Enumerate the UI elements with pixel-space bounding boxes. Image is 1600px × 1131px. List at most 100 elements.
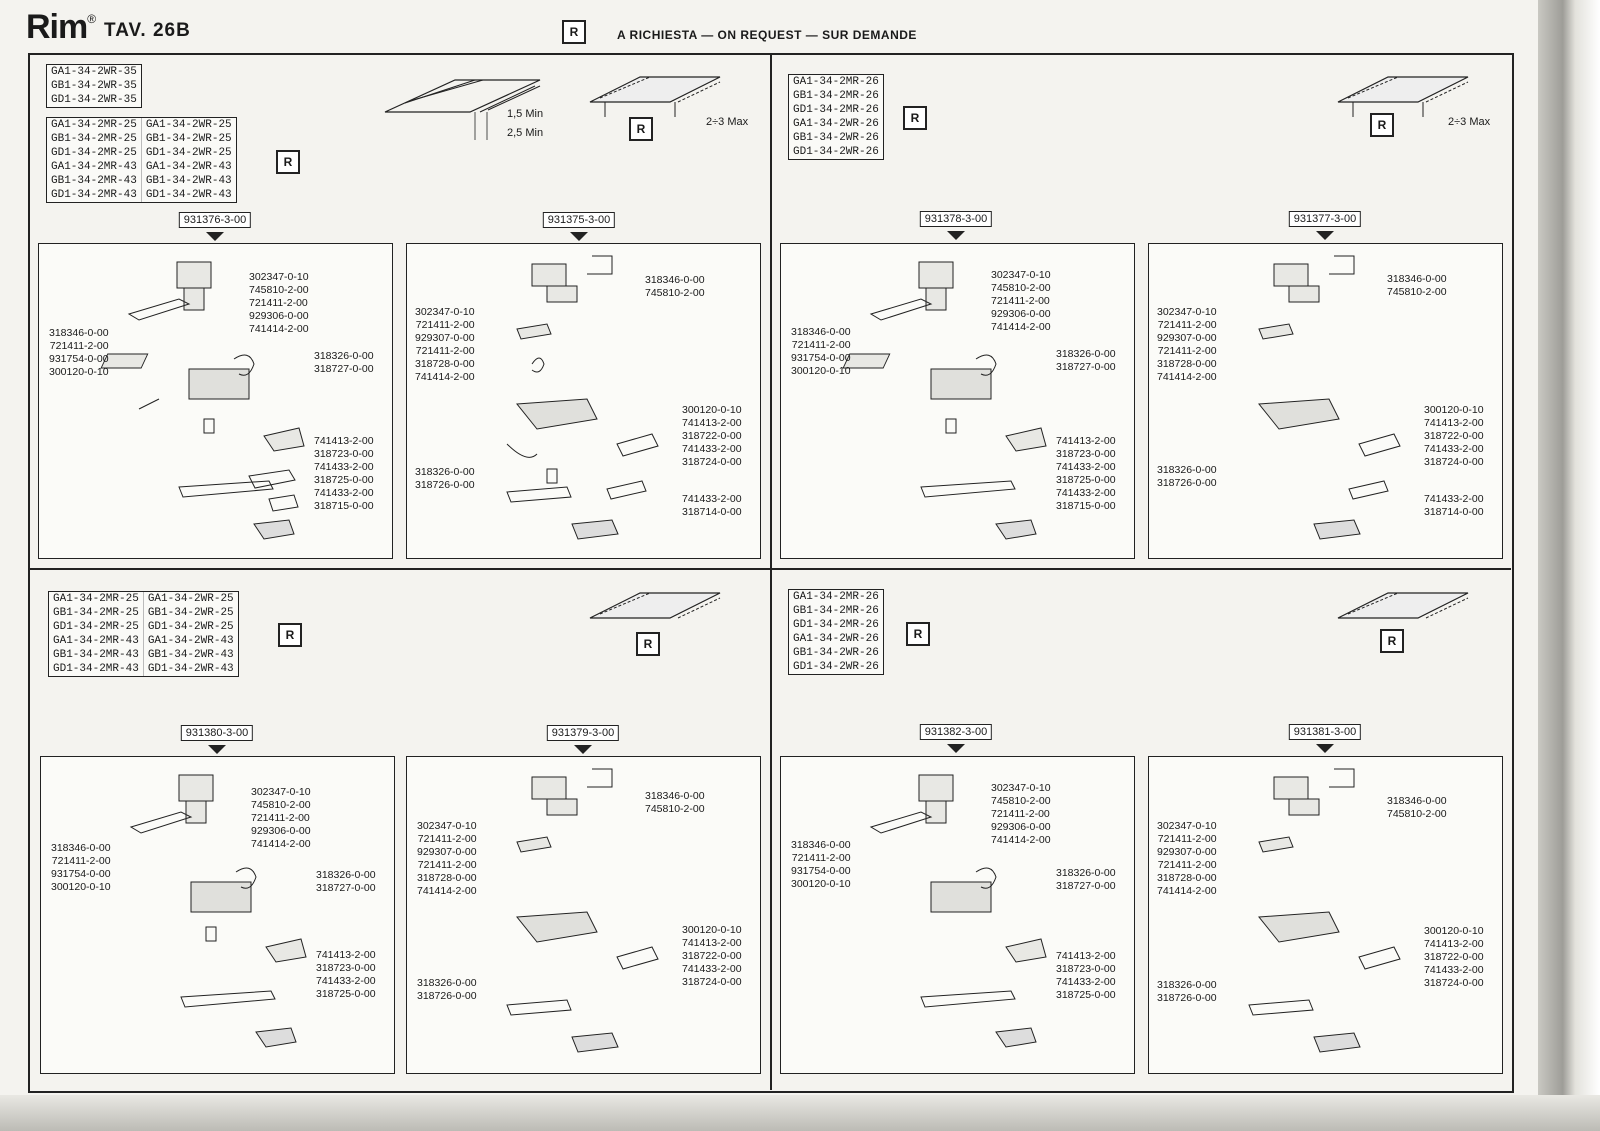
part-number: 318725-0-00 <box>316 988 376 1000</box>
part-number: 300120-0-10 <box>791 878 851 890</box>
model-row: GA1-34-2MR-26 <box>789 75 883 89</box>
exploded-view-panel: 302347-0-10 745810-2-00 721411-2-00 9293… <box>780 756 1135 1074</box>
part-number: 741414-2-00 <box>415 371 475 383</box>
part-number: 741433-2-00 <box>1056 487 1116 499</box>
part-number: 741433-2-00 <box>1056 461 1116 473</box>
part-labels-mid: 300120-0-10 741413-2-00 318722-0-00 7414… <box>1424 925 1484 990</box>
exploded-view-panel: 318346-0-00 745810-2-00 302347-0-10 7214… <box>406 756 761 1074</box>
on-request-symbol: R <box>1380 629 1404 653</box>
model-code: GA1-34-2WR-25 <box>147 593 234 605</box>
assembly-code: 931376-3-00 <box>178 212 252 228</box>
exploded-view-panel: 302347-0-10 745810-2-00 721411-2-00 9293… <box>780 243 1135 559</box>
part-number: 318714-0-00 <box>682 506 742 518</box>
exploded-view-drawing <box>100 261 305 540</box>
part-number: 318346-0-00 <box>1387 795 1447 807</box>
model-code: GD1-34-2WR-35 <box>51 94 137 106</box>
part-number: 721411-2-00 <box>415 345 475 357</box>
model-row: GA1-34-2WR-35 <box>47 65 141 79</box>
part-number: 741433-2-00 <box>1424 443 1484 455</box>
brand-name: Rim <box>26 8 88 46</box>
model-row: GD1-34-2WR-35 <box>47 93 141 107</box>
part-number: 318726-0-00 <box>415 479 475 491</box>
part-number: 318723-0-00 <box>314 448 374 460</box>
part-number: 721411-2-00 <box>417 859 477 871</box>
model-row: GB1-34-2WR-35 <box>47 79 141 93</box>
part-number: 721411-2-00 <box>991 295 1050 307</box>
pointer-arrow <box>570 232 588 241</box>
part-number: 745810-2-00 <box>1387 286 1447 298</box>
part-number: 318326-0-00 <box>1056 867 1116 879</box>
model-row: GD1-34-2MR-26 <box>789 103 883 117</box>
max-dimension: 2÷3 Max <box>706 116 749 128</box>
part-number: 741433-2-00 <box>682 963 742 975</box>
model-row: GD1-34-2MR-26 <box>789 618 883 632</box>
part-number: 741414-2-00 <box>249 323 309 335</box>
part-number: 721411-2-00 <box>415 319 475 331</box>
part-labels-mid: 300120-0-10 741413-2-00 318722-0-00 7414… <box>682 924 742 989</box>
model-row: GA1-34-2MR-26 <box>789 590 883 604</box>
part-number: 300120-0-10 <box>1424 404 1484 416</box>
on-request-symbol: R <box>1370 113 1394 137</box>
part-number: 302347-0-10 <box>251 786 311 798</box>
model-code: GA1-34-2MR-25 <box>49 592 144 606</box>
part-number: 721411-2-00 <box>991 808 1050 820</box>
part-number: 318326-0-00 <box>415 466 475 478</box>
part-number: 931754-0-00 <box>791 352 851 364</box>
pointer-arrow <box>208 745 226 754</box>
part-number: 741433-2-00 <box>1056 976 1116 988</box>
model-code: GB1-34-2MR-25 <box>49 606 144 620</box>
on-request-symbol: R <box>562 20 586 44</box>
part-number: 318346-0-00 <box>791 326 851 338</box>
pointer-arrow <box>1316 744 1334 753</box>
part-labels-right: 302347-0-10 745810-2-00 721411-2-00 9293… <box>991 782 1051 847</box>
model-code: GA1-34-2MR-25 <box>47 118 142 132</box>
part-number: 318724-0-00 <box>682 456 742 468</box>
model-list: GA1-34-2MR-26 GB1-34-2MR-26 GD1-34-2MR-2… <box>788 74 884 160</box>
model-code: GB1-34-2MR-26 <box>793 605 879 617</box>
part-number: 741433-2-00 <box>314 487 374 499</box>
part-number: 318722-0-00 <box>1424 430 1484 442</box>
exploded-view-drawing <box>842 261 1047 540</box>
part-labels-right: 302347-0-10 745810-2-00 721411-2-00 9293… <box>991 269 1051 334</box>
needle-bed-drawing <box>589 592 721 619</box>
exploded-view-drawing <box>869 774 1047 1048</box>
part-labels-top: 318346-0-00 745810-2-00 <box>645 274 705 300</box>
part-number: 741413-2-00 <box>1424 938 1484 950</box>
part-labels-lower-left: 318326-0-00 318726-0-00 <box>417 977 477 1003</box>
part-number: 745810-2-00 <box>991 795 1051 807</box>
exploded-view-drawing <box>1248 768 1401 1053</box>
part-number: 318725-0-00 <box>314 474 374 486</box>
part-number: 318728-0-00 <box>415 358 475 370</box>
part-number: 300120-0-10 <box>791 365 851 377</box>
part-number: 741433-2-00 <box>1424 493 1484 505</box>
model-code: GB1-34-2WR-25 <box>147 607 234 619</box>
part-labels-mid: 318326-0-00 318727-0-00 <box>314 350 374 376</box>
part-number: 318346-0-00 <box>49 327 109 339</box>
model-code: GD1-34-2MR-26 <box>793 619 879 631</box>
part-number: 721411-2-00 <box>49 340 109 352</box>
page-bottom-shadow <box>0 1095 1600 1131</box>
pointer-arrow <box>1316 231 1334 240</box>
part-number: 318714-0-00 <box>1424 506 1484 518</box>
model-code: GA1-34-2MR-43 <box>49 634 144 648</box>
model-code: GB1-34-2WR-35 <box>51 80 137 92</box>
part-number: 741414-2-00 <box>991 834 1051 846</box>
part-number: 745810-2-00 <box>249 284 309 296</box>
part-number: 741433-2-00 <box>314 461 374 473</box>
pointer-arrow <box>947 231 965 240</box>
part-number: 929306-0-00 <box>991 308 1051 320</box>
needle-bed-drawing <box>1337 592 1469 619</box>
part-number: 745810-2-00 <box>645 803 705 815</box>
needle-bed-drawing <box>1337 76 1469 117</box>
part-number: 745810-2-00 <box>251 799 311 811</box>
part-number: 741433-2-00 <box>682 493 742 505</box>
pointer-arrow <box>206 232 224 241</box>
part-labels-top: 318346-0-00 745810-2-00 <box>1387 273 1447 299</box>
exploded-view-panel: 318346-0-00 745810-2-00 302347-0-10 7214… <box>406 243 761 559</box>
part-number: 300120-0-10 <box>51 881 111 893</box>
part-number: 741413-2-00 <box>1056 435 1116 447</box>
